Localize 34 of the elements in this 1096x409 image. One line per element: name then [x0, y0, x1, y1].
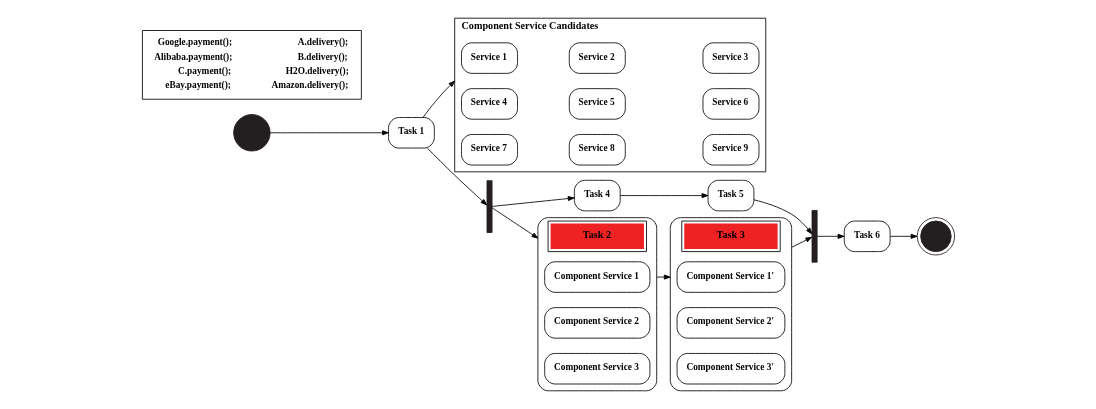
- node-box: Service 2: [568, 42, 626, 74]
- arrow: [889, 233, 917, 239]
- node-box: Component Service 3: [543, 353, 650, 385]
- arrow: [491, 196, 575, 207]
- node-box: Component Service 2′: [676, 307, 785, 339]
- node-bar: [486, 180, 492, 233]
- node-box: Service 4: [460, 88, 518, 120]
- arrow: [426, 147, 487, 206]
- arrow: [491, 207, 538, 239]
- node-bar: [811, 210, 818, 263]
- node-box: Component Service 1: [543, 261, 650, 293]
- arrow: [422, 80, 455, 118]
- node-box: Service 9: [702, 134, 759, 166]
- node-box: Component Service 1′: [676, 261, 785, 293]
- node-box: Service 6: [702, 88, 759, 120]
- node-box: Component Service 3′: [676, 353, 785, 385]
- node-box: Task 4: [573, 179, 621, 212]
- node-box: Service 3: [702, 42, 759, 74]
- arrow: [619, 193, 708, 199]
- node-box: Service 8: [568, 134, 626, 166]
- node-box: Task 1: [387, 117, 435, 149]
- node-box: Task 6: [843, 220, 891, 253]
- node-box: Task 5: [707, 179, 754, 212]
- node-box: Service 5: [568, 88, 626, 120]
- arrow: [753, 199, 812, 235]
- node-circle: [232, 114, 271, 152]
- node-box: Google.payment(); A.delivery(); Alibaba.payment(); B.delivery(); C.payment(); H2O.delivery(); eBay.payment(); Amazon.delivery();: [141, 30, 362, 100]
- arrow: [816, 233, 844, 239]
- arrow: [790, 236, 812, 248]
- node-box: Service 7: [460, 134, 518, 166]
- node-box: Service 1: [460, 42, 518, 74]
- node-box: Component Service 2: [543, 307, 650, 339]
- arrow: [269, 130, 389, 136]
- arrow: [655, 274, 671, 280]
